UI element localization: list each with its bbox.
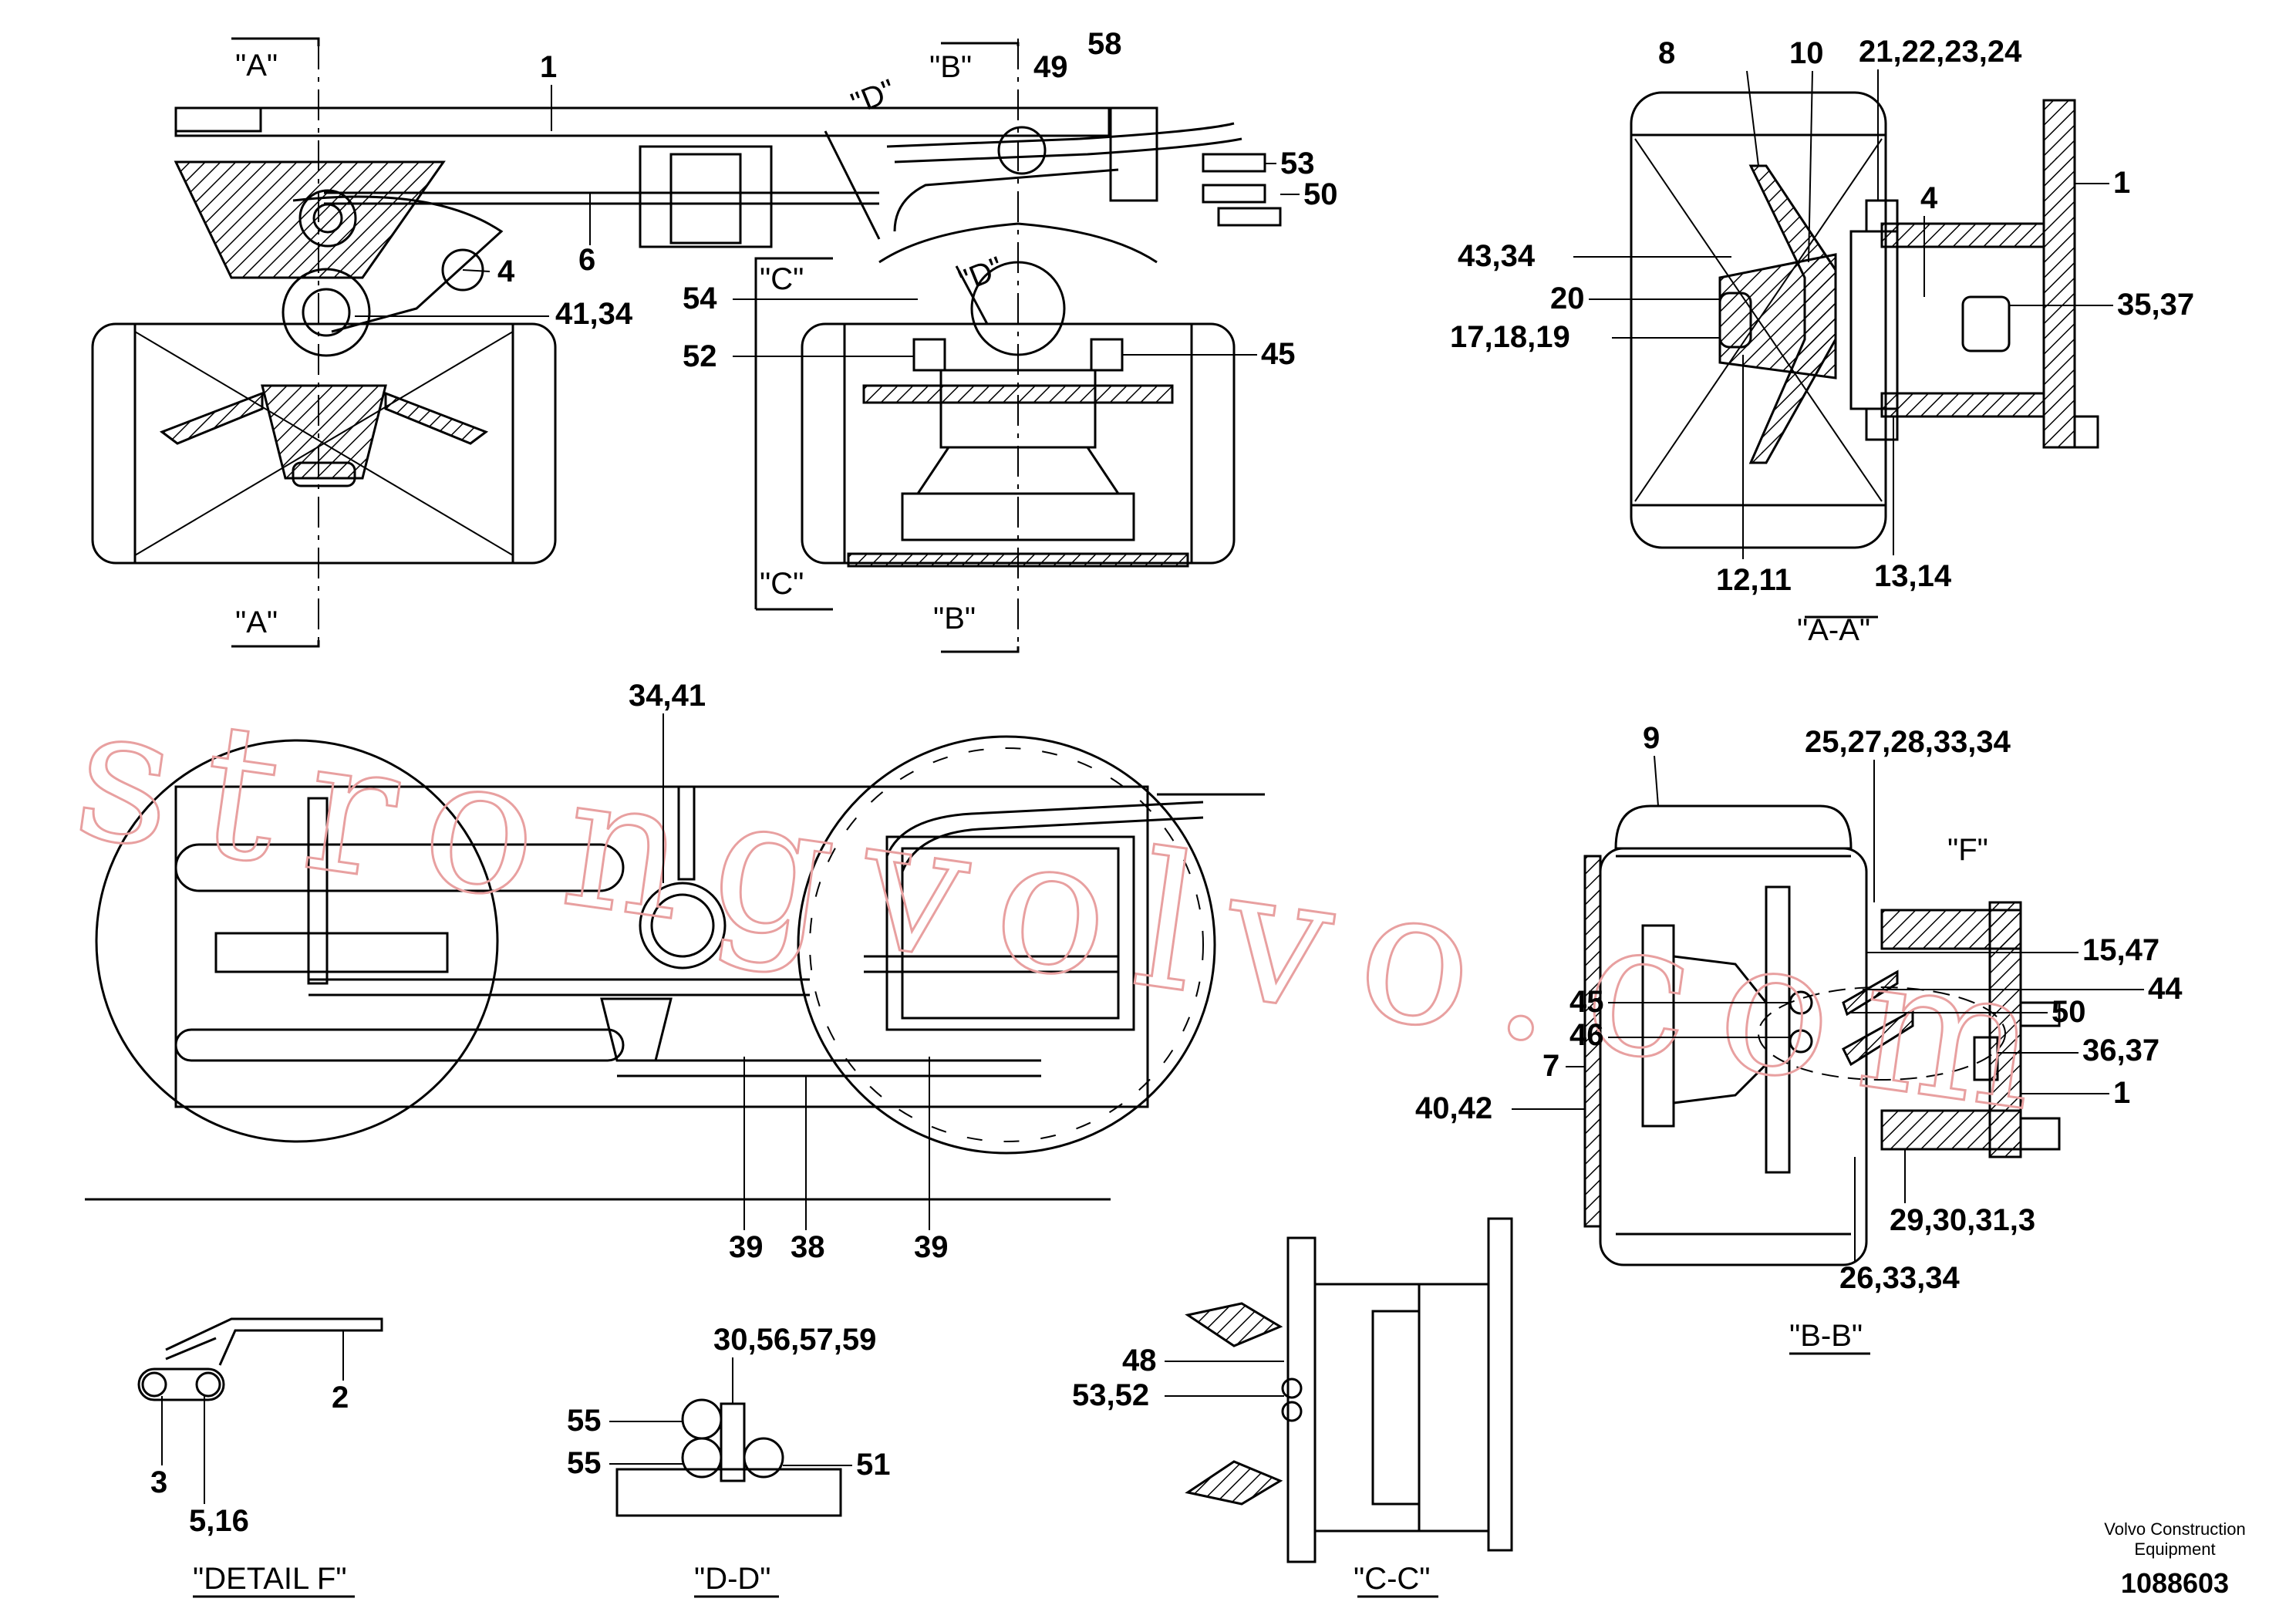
label-29-31: 29,30,31,3 <box>1890 1203 2035 1237</box>
section-mark-c-bottom: "C" <box>760 567 804 601</box>
label-58: 58 <box>1087 27 1122 61</box>
label-45: 45 <box>1261 337 1296 371</box>
label-4: 4 <box>497 255 515 288</box>
label-7: 7 <box>1542 1049 1559 1083</box>
label-55-b: 55 <box>567 1446 602 1480</box>
label-50-b: 50 <box>2052 995 2086 1029</box>
label-8: 8 <box>1658 36 1675 70</box>
section-mark-d-a: "D" <box>846 73 900 121</box>
label-41-34: 41,34 <box>555 297 633 331</box>
section-mark-a-bottom: "A" <box>235 605 278 639</box>
label-52: 52 <box>683 339 717 373</box>
section-mark-b-top: "B" <box>929 50 972 84</box>
label-21-24: 21,22,23,24 <box>1859 35 2022 69</box>
section-mark-b-bottom: "B" <box>933 602 976 636</box>
view-title-detail-f: "DETAIL F" <box>193 1562 347 1596</box>
label-25-34: 25,27,28,33,34 <box>1805 725 2011 759</box>
watermark: strongvolvo.com <box>64 663 2082 1156</box>
label-4-a: 4 <box>1920 181 1938 215</box>
label-45-b: 45 <box>1569 985 1604 1019</box>
label-26-34: 26,33,34 <box>1839 1261 1960 1295</box>
company-name-line2: Equipment <box>2134 1539 2215 1559</box>
label-35-37: 35,37 <box>2117 288 2194 322</box>
label-1-a: 1 <box>2113 166 2130 200</box>
label-43-34: 43,34 <box>1458 239 1536 273</box>
label-50: 50 <box>1303 177 1338 211</box>
section-d-d-view <box>615 1398 842 1598</box>
label-10: 10 <box>1789 36 1824 70</box>
label-40-42: 40,42 <box>1415 1091 1492 1125</box>
view-title-c-c: "C-C" <box>1354 1562 1431 1596</box>
label-13-14: 13,14 <box>1874 559 1952 593</box>
label-39-a: 39 <box>729 1230 764 1264</box>
section-a-a-view <box>1630 91 2099 619</box>
view-title-b-b: "B-B" <box>1789 1319 1863 1353</box>
label-39-b: 39 <box>914 1230 949 1264</box>
company-name-line1: Volvo Construction <box>2104 1519 2245 1539</box>
label-38: 38 <box>791 1230 825 1264</box>
label-54: 54 <box>683 282 717 315</box>
label-1: 1 <box>540 50 557 84</box>
label-55-a: 55 <box>567 1404 602 1438</box>
view-title-a-a: "A-A" <box>1797 613 1870 647</box>
section-mark-f: "F" <box>1947 833 1988 867</box>
section-markers: "A" "A" "B" "B" "C" "C" "D" "D" "F" "A-A… <box>193 49 1988 1596</box>
section-c-c-view <box>1185 1217 1513 1598</box>
label-5-16: 5,16 <box>189 1504 249 1538</box>
label-44: 44 <box>2148 972 2183 1006</box>
detail-f-view <box>137 1317 383 1598</box>
section-mark-c-top: "C" <box>760 262 804 296</box>
label-12-11: 12,11 <box>1716 563 1792 597</box>
label-49: 49 <box>1033 50 1068 84</box>
label-30-59: 30,56,57,59 <box>713 1323 876 1357</box>
section-b-b-view <box>1583 804 2061 1355</box>
label-53-52: 53,52 <box>1072 1378 1149 1412</box>
label-1-b: 1 <box>2113 1076 2130 1110</box>
label-17-19: 17,18,19 <box>1450 320 1570 354</box>
label-9: 9 <box>1643 721 1660 755</box>
section-mark-d-b: "D" <box>954 251 1008 298</box>
label-15-47: 15,47 <box>2082 933 2159 967</box>
label-48: 48 <box>1122 1344 1157 1378</box>
label-2: 2 <box>332 1381 349 1415</box>
label-51: 51 <box>856 1448 891 1482</box>
label-3: 3 <box>150 1465 167 1499</box>
label-46: 46 <box>1569 1018 1604 1052</box>
drawing-number: 1088603 <box>2121 1567 2229 1599</box>
label-6: 6 <box>578 243 595 277</box>
main-top-view <box>91 37 1111 648</box>
part-number-labels: 1 4 6 41,34 49 58 53 50 54 52 45 8 10 21… <box>150 27 2194 1538</box>
rear-top-view <box>754 39 1282 653</box>
label-34-41: 34,41 <box>629 679 706 713</box>
title-block: Volvo Construction Equipment 1088603 <box>2104 1519 2245 1599</box>
section-mark-a-top: "A" <box>235 49 278 83</box>
label-36-37: 36,37 <box>2082 1034 2159 1067</box>
label-20: 20 <box>1550 282 1585 315</box>
view-title-d-d: "D-D" <box>694 1562 771 1596</box>
label-53: 53 <box>1280 147 1315 180</box>
side-elevation-view <box>85 735 1265 1201</box>
